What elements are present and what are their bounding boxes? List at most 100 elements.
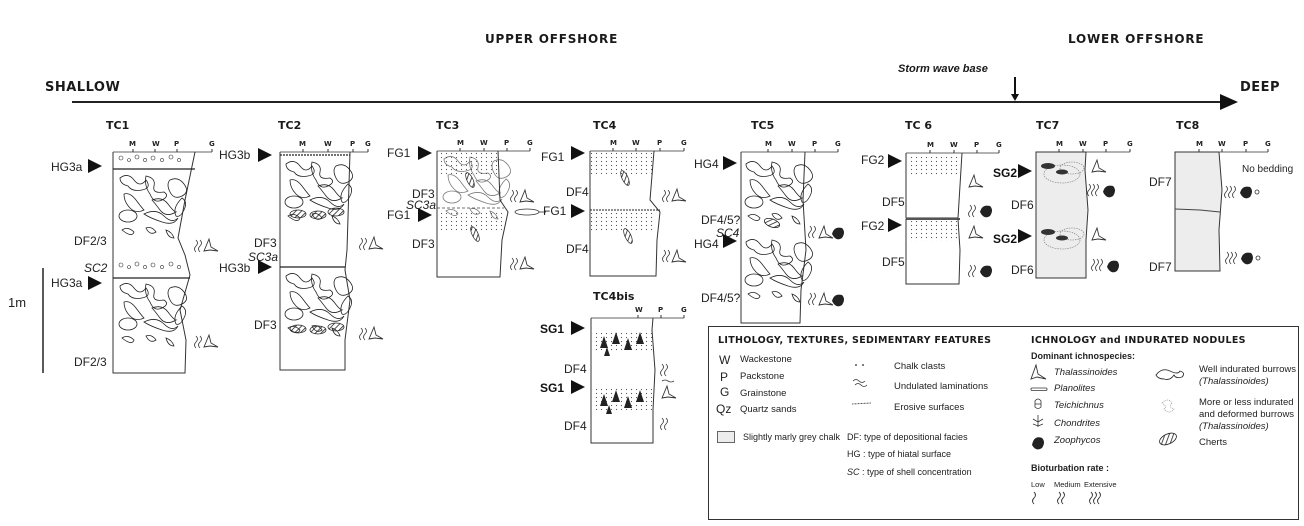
legend-deformed-burrows-sub: (Thalassinoides)	[1199, 421, 1269, 432]
legend-erosive-surfaces: Erosive surfaces	[894, 402, 965, 413]
column-tc4	[589, 148, 687, 277]
tick-p: P	[174, 140, 180, 148]
tick-w: W	[152, 140, 160, 148]
deformed-burrows-icon	[1161, 399, 1175, 413]
legend-wackestone: Wackestone	[740, 354, 792, 365]
surface-label: HG4	[694, 157, 719, 171]
column-title-tc4bis: TC4bis	[593, 290, 635, 303]
well-indurated-burrows-icon	[1155, 369, 1185, 380]
zone-lower-offshore: LOWER OFFSHORE	[1068, 32, 1205, 46]
chert-icon	[1159, 432, 1177, 446]
facies-label: DF3	[254, 318, 277, 332]
surface-label: SG2	[993, 232, 1018, 246]
tick-g: G	[835, 140, 841, 148]
facies-label: DF4	[566, 242, 589, 256]
surface-label: HG3b	[219, 148, 251, 162]
storm-wave-base-label: Storm wave base	[898, 63, 988, 75]
column-title-tc4: TC4	[593, 119, 617, 132]
tick-p: P	[974, 141, 980, 149]
legend-chalk-clasts: Chalk clasts	[894, 361, 946, 372]
surface-label: FG1	[541, 150, 565, 164]
facies-label: DF5	[882, 195, 905, 209]
tick-m: M	[299, 140, 306, 148]
arrow-down-icon	[1011, 94, 1019, 101]
tick-w: W	[950, 141, 958, 149]
zone-upper-offshore: UPPER OFFSHORE	[485, 32, 619, 46]
column-title-tc2: TC2	[278, 119, 302, 132]
chalk-clasts-icon	[855, 364, 857, 366]
deep-label: DEEP	[1240, 80, 1281, 95]
legend-well-indurated-sub: (Thalassinoides)	[1199, 376, 1269, 387]
legend-planolites: Planolites	[1054, 383, 1096, 394]
column-tc3	[436, 148, 546, 278]
tick-p: P	[1243, 140, 1249, 148]
shallow-label: SHALLOW	[45, 80, 121, 95]
bioturbation-extensive: Extensive	[1084, 480, 1117, 489]
legend-deformed-burrows: More or less indurated	[1199, 397, 1294, 408]
tick-w: W	[788, 140, 796, 148]
legend-ichnospecies-subtitle: Dominant ichnospecies:	[1031, 351, 1136, 361]
surface-label: SG1	[540, 322, 565, 336]
facies-label: DF3	[412, 187, 435, 201]
column-tc2	[279, 149, 384, 371]
column-title-tc6: TC 6	[905, 119, 933, 132]
facies-label: DF2/3	[74, 234, 107, 248]
legend-ichnology-title: ICHNOLOGY and INDURATED NODULES	[1031, 335, 1246, 346]
chondrites-icon	[1032, 415, 1044, 427]
legend-teichichnus: Teichichnus	[1054, 400, 1104, 411]
column-tc7	[1035, 149, 1131, 279]
surface-label: FG1	[387, 146, 411, 160]
surface-label: SG1	[540, 381, 565, 395]
surface-label: HG3b	[219, 261, 251, 275]
legend-hg-abbr: HG : type of hiatal surface	[847, 449, 952, 459]
no-bedding-note: No bedding	[1242, 164, 1294, 175]
legend-grey-chalk: Slightly marly grey chalk	[743, 432, 841, 442]
symbol-packstone: P	[720, 370, 729, 384]
bioturbation-low-icon	[1032, 491, 1036, 505]
facies-label: DF6	[1011, 198, 1034, 212]
sc-desc: : type of shell concentration	[859, 467, 972, 477]
legend-grainstone: Grainstone	[740, 388, 787, 399]
symbol-grainstone: G	[720, 385, 730, 399]
undulated-laminations-icon	[852, 379, 868, 387]
facies-label: DF4	[564, 419, 587, 433]
tick-p: P	[812, 140, 818, 148]
tick-g: G	[996, 141, 1002, 149]
legend-quartz-sands: Quartz sands	[740, 404, 797, 415]
tick-g: G	[681, 139, 687, 147]
zoophycos-icon	[1032, 437, 1044, 450]
tick-p: P	[504, 139, 510, 147]
column-title-tc7: TC7	[1036, 119, 1060, 132]
tick-w: W	[635, 306, 643, 314]
shell-concentration-label: SC4	[716, 226, 740, 240]
facies-label: DF6	[1011, 263, 1034, 277]
facies-label: DF4/5?	[701, 291, 741, 305]
tick-w: W	[1079, 140, 1087, 148]
tick-p: P	[658, 306, 664, 314]
tick-p: P	[1103, 140, 1109, 148]
legend-lithology-title: LITHOLOGY, TEXTURES, SEDIMENTARY FEATURE…	[718, 335, 992, 346]
legend-bioturbation-title: Bioturbation rate :	[1031, 463, 1109, 473]
legend-deformed-burrows-2: and deformed burrows	[1199, 409, 1295, 420]
bioturbation-low: Low	[1031, 480, 1045, 489]
shell-concentration-label: SC2	[84, 261, 108, 275]
legend-well-indurated-burrows: Well indurated burrows	[1199, 364, 1296, 375]
ichnospecies-symbols	[1030, 363, 1048, 450]
column-tc5	[740, 149, 844, 324]
column-title-tc1: TC1	[106, 119, 130, 132]
legend-sc-abbr: SC : type of shell concentration	[847, 467, 972, 477]
surface-label: HG3a	[51, 276, 83, 290]
surface-label: HG4	[694, 237, 719, 251]
tick-m: M	[927, 141, 934, 149]
legend-zoophycos: Zoophycos	[1054, 435, 1101, 446]
erosive-surfaces-icon	[851, 402, 872, 405]
legend-chondrites: Chondrites	[1054, 418, 1100, 429]
tick-g: G	[1265, 140, 1271, 148]
column-title-tc8: TC8	[1176, 119, 1200, 132]
thalassinoides-icon	[1030, 363, 1047, 380]
tick-w: W	[1218, 140, 1226, 148]
shell-concentration-label: SC3a	[406, 198, 437, 212]
teichichnus-icon	[1034, 398, 1042, 409]
tick-p: P	[350, 140, 356, 148]
